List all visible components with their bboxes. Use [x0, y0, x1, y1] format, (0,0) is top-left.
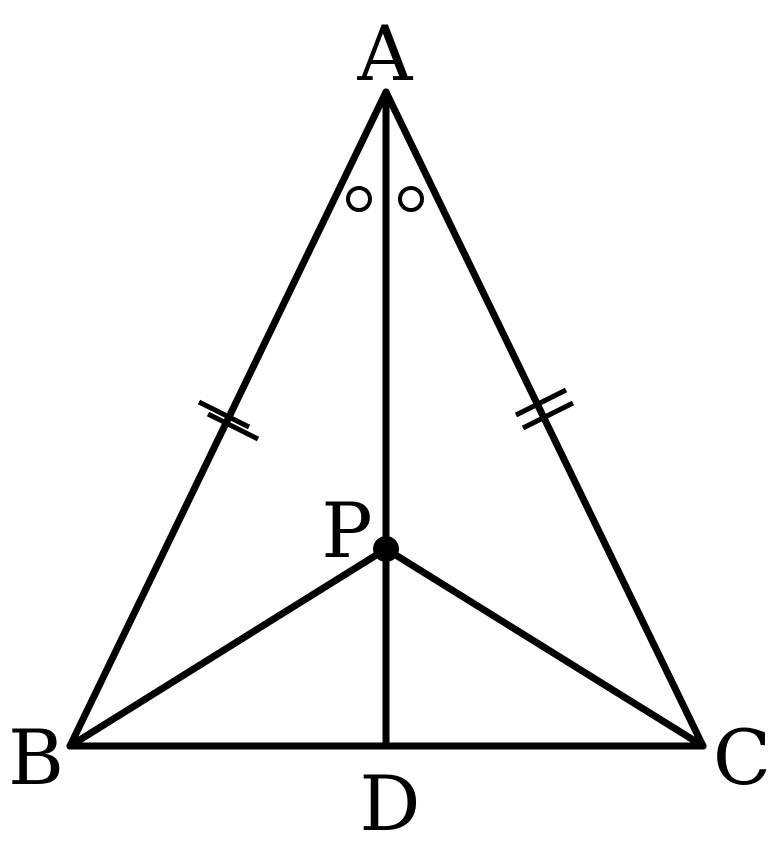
tick-ab-2	[206, 411, 260, 442]
tick-marks-ac	[514, 387, 575, 431]
label-p: P	[321, 486, 372, 575]
segment-pb	[66, 545, 390, 750]
tick-ab-1	[197, 399, 251, 430]
label-a: A	[357, 9, 414, 98]
point-p	[373, 536, 399, 562]
label-d: D	[360, 759, 421, 848]
tick-marks-ab	[197, 399, 260, 442]
segment-pc	[382, 545, 707, 750]
label-c: C	[713, 713, 771, 802]
tick-ac-2	[521, 400, 575, 431]
label-b: B	[8, 713, 64, 802]
angle-mark-cap	[398, 186, 424, 212]
angle-marks-a	[346, 186, 424, 212]
tick-ac-1	[514, 387, 568, 418]
angle-mark-bap	[346, 186, 372, 212]
